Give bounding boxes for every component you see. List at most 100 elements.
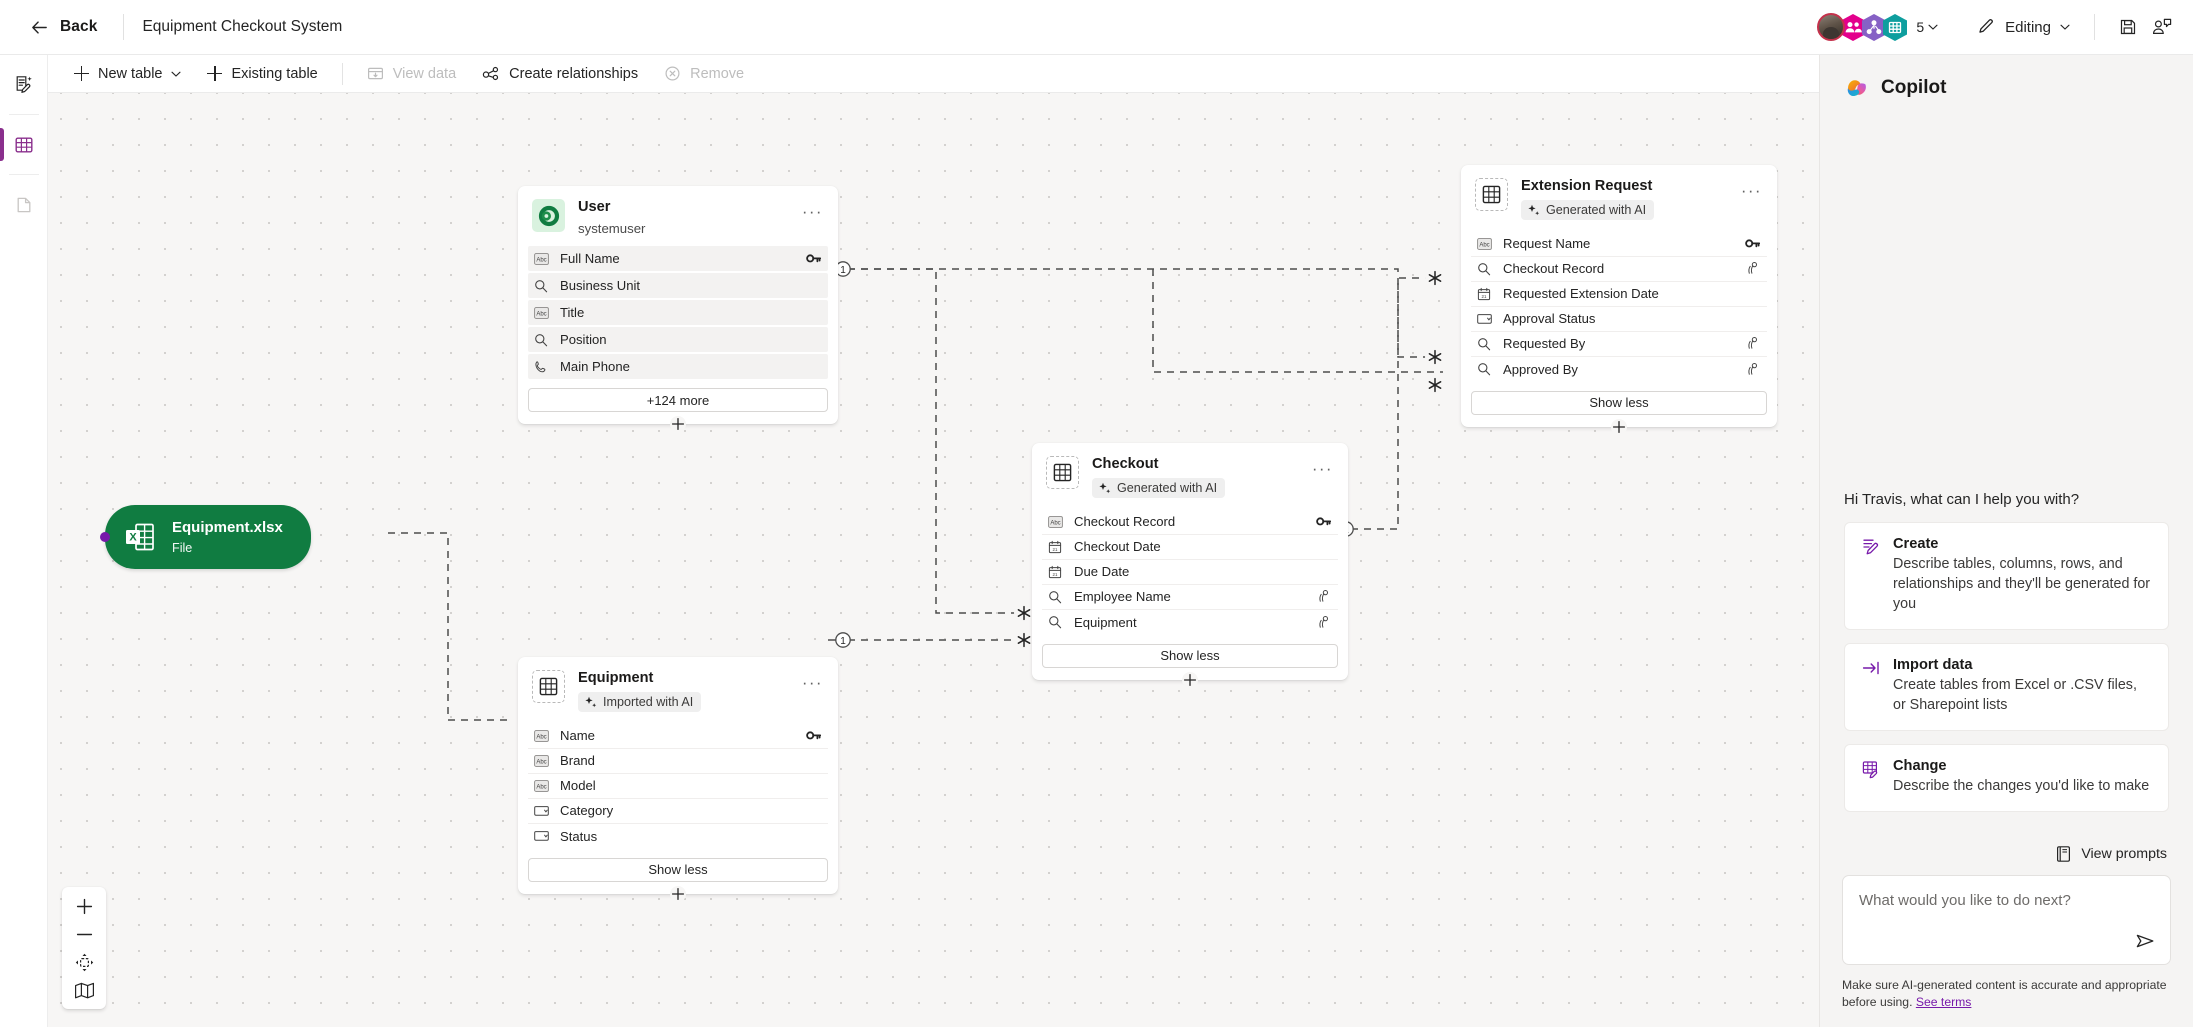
field-name: Requested Extension Date — [1503, 286, 1659, 301]
view-prompts-button[interactable]: View prompts — [1820, 825, 2193, 875]
svg-text:Abc: Abc — [1050, 520, 1060, 526]
add-field-button[interactable] — [1609, 417, 1629, 437]
plus-icon — [207, 66, 223, 81]
table-field[interactable]: Abc Title — [528, 300, 828, 325]
copilot-panel: Copilot Hi Travis, what can I help you w… — [1819, 55, 2193, 1027]
rail-item-ai-pages[interactable] — [0, 55, 48, 114]
table-field[interactable]: Abc Checkout Record — [1042, 510, 1338, 535]
lookup-relationship-icon — [1745, 262, 1760, 275]
new-table-button[interactable]: New table — [62, 59, 193, 89]
table-field[interactable]: Abc Name — [528, 724, 828, 749]
presence-count-button[interactable]: 5 — [1916, 19, 1938, 35]
sparkle-icon — [1099, 482, 1111, 493]
add-field-button[interactable] — [1180, 670, 1200, 690]
table-field[interactable]: Abc Request Name — [1471, 232, 1767, 257]
table-field[interactable]: 21 Checkout Date — [1042, 535, 1338, 560]
card-title-group: User systemuser — [578, 199, 796, 236]
topbar-divider-2 — [2094, 14, 2095, 40]
ai-badge: Imported with AI — [578, 692, 702, 712]
save-button[interactable] — [2111, 10, 2145, 44]
table-card-extension-request[interactable]: Extension Request Generated with AI ··· … — [1461, 165, 1777, 435]
table-card-checkout[interactable]: Checkout Generated with AI ··· Abc — [1032, 443, 1348, 688]
relationship-many-marker — [1425, 347, 1445, 367]
prompts-book-icon — [2057, 846, 2071, 862]
table-field[interactable]: Requested By — [1471, 332, 1767, 357]
zoom-out-button[interactable] — [62, 920, 106, 948]
canvas-toolbar: New table Existing table View data — [48, 55, 1819, 93]
topbar-right-group: 5 Editing — [1817, 10, 2193, 44]
lookup-field-icon — [1477, 262, 1494, 276]
table-overflow-menu[interactable]: ··· — [801, 673, 823, 692]
table-card-user[interactable]: User systemuser ··· Abc Full Name — [518, 186, 838, 432]
avatar-hex-pink[interactable] — [1840, 13, 1866, 42]
presence-avatars[interactable] — [1817, 13, 1908, 42]
table-field[interactable]: 21 Requested Extension Date — [1471, 282, 1767, 307]
copilot-suggestion-create[interactable]: Create Describe tables, columns, rows, a… — [1844, 522, 2169, 630]
card-header: Extension Request Generated with AI ··· — [1461, 165, 1777, 232]
table-field[interactable]: Equipment — [1042, 610, 1338, 635]
svg-text:21: 21 — [1482, 293, 1487, 298]
rail-item-pages[interactable] — [0, 175, 48, 234]
file-node-text: Equipment.xlsx File — [172, 519, 283, 555]
table-field[interactable]: Checkout Record — [1471, 257, 1767, 282]
rail-divider — [8, 114, 39, 115]
table-field[interactable]: 21 Due Date — [1042, 560, 1338, 585]
table-overflow-menu[interactable]: ··· — [801, 202, 823, 221]
zoom-in-button[interactable] — [62, 892, 106, 920]
avatar[interactable] — [1817, 13, 1846, 41]
add-field-button[interactable] — [668, 414, 688, 434]
ai-pages-icon — [16, 75, 32, 93]
table-grid-icon — [1475, 178, 1508, 211]
see-terms-link[interactable]: See terms — [1915, 995, 1972, 1009]
suggestion-title: Create — [1893, 536, 1939, 552]
minimap-button[interactable] — [62, 976, 106, 1004]
table-overflow-menu[interactable]: ··· — [1311, 459, 1333, 478]
create-pencil-icon — [1861, 536, 1881, 614]
table-field[interactable]: Employee Name — [1042, 585, 1338, 610]
show-less-fields-button[interactable]: Show less — [528, 857, 828, 882]
er-diagram-canvas[interactable]: 1 1 1 — [48, 80, 1819, 1027]
file-node-equipment-xlsx[interactable]: X Equipment.xlsx File — [100, 505, 311, 569]
existing-table-button[interactable]: Existing table — [195, 59, 329, 89]
show-less-fields-button[interactable]: Show less — [1471, 390, 1767, 415]
table-field[interactable]: Approval Status — [1471, 307, 1767, 332]
table-field[interactable]: Position — [528, 327, 828, 352]
table-field[interactable]: Abc Full Name — [528, 246, 828, 271]
table-field[interactable]: Abc Model — [528, 774, 828, 799]
copilot-suggestion-import-data[interactable]: Import data Create tables from Excel or … — [1844, 643, 2169, 731]
feedback-button[interactable] — [2145, 10, 2179, 44]
ai-badge: Generated with AI — [1092, 478, 1226, 498]
show-more-fields-button[interactable]: +124 more — [528, 388, 828, 412]
top-bar: Back Equipment Checkout System — [0, 0, 2193, 55]
table-field[interactable]: Business Unit — [528, 273, 828, 298]
svg-text:1: 1 — [840, 265, 846, 276]
field-name: Title — [560, 305, 585, 320]
table-title: Equipment — [578, 670, 654, 686]
table-card-equipment[interactable]: Equipment Imported with AI ··· Abc — [518, 657, 838, 902]
table-field[interactable]: Main Phone — [528, 354, 828, 379]
add-field-button[interactable] — [668, 884, 688, 904]
view-data-label: View data — [392, 65, 457, 82]
svg-text:Abc: Abc — [536, 311, 546, 317]
table-field[interactable]: Status — [528, 824, 828, 849]
table-field[interactable]: Abc Brand — [528, 749, 828, 774]
show-less-fields-button[interactable]: Show less — [1042, 643, 1338, 668]
editing-mode-button[interactable]: Editing — [1968, 11, 2078, 43]
left-rail — [0, 55, 48, 1027]
text-field-icon: Abc — [534, 779, 551, 792]
fit-to-view-button[interactable] — [62, 948, 106, 976]
avatar-hex-teal[interactable] — [1882, 13, 1908, 42]
create-relationships-button[interactable]: Create relationships — [470, 58, 650, 89]
avatar-hex-purple[interactable] — [1861, 13, 1887, 42]
rail-item-tables[interactable] — [0, 115, 48, 174]
zoom-out-icon — [76, 933, 92, 935]
copilot-input[interactable]: What would you like to do next? — [1842, 875, 2171, 965]
svg-text:Abc: Abc — [1479, 242, 1489, 248]
copilot-suggestion-change[interactable]: Change Describe the changes you'd like t… — [1844, 744, 2169, 812]
back-button[interactable]: Back — [22, 12, 105, 43]
send-button[interactable] — [2132, 928, 2158, 954]
table-field[interactable]: Category — [528, 799, 828, 824]
table-overflow-menu[interactable]: ··· — [1740, 181, 1762, 200]
save-icon — [2120, 19, 2136, 35]
table-field[interactable]: Approved By — [1471, 357, 1767, 382]
